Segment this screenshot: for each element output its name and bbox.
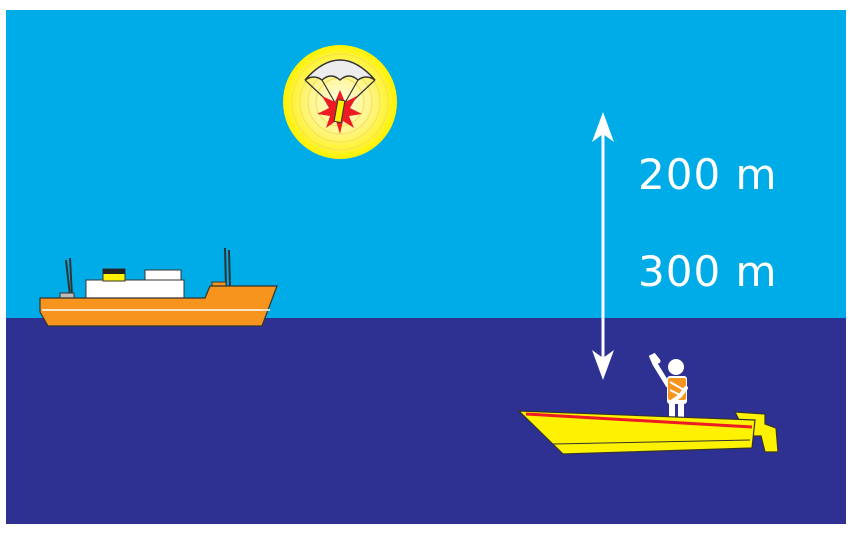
parachute-flare-icon <box>283 45 397 159</box>
distance-label-upper: 200 m <box>638 150 777 199</box>
distance-label-lower: 300 m <box>638 247 777 296</box>
